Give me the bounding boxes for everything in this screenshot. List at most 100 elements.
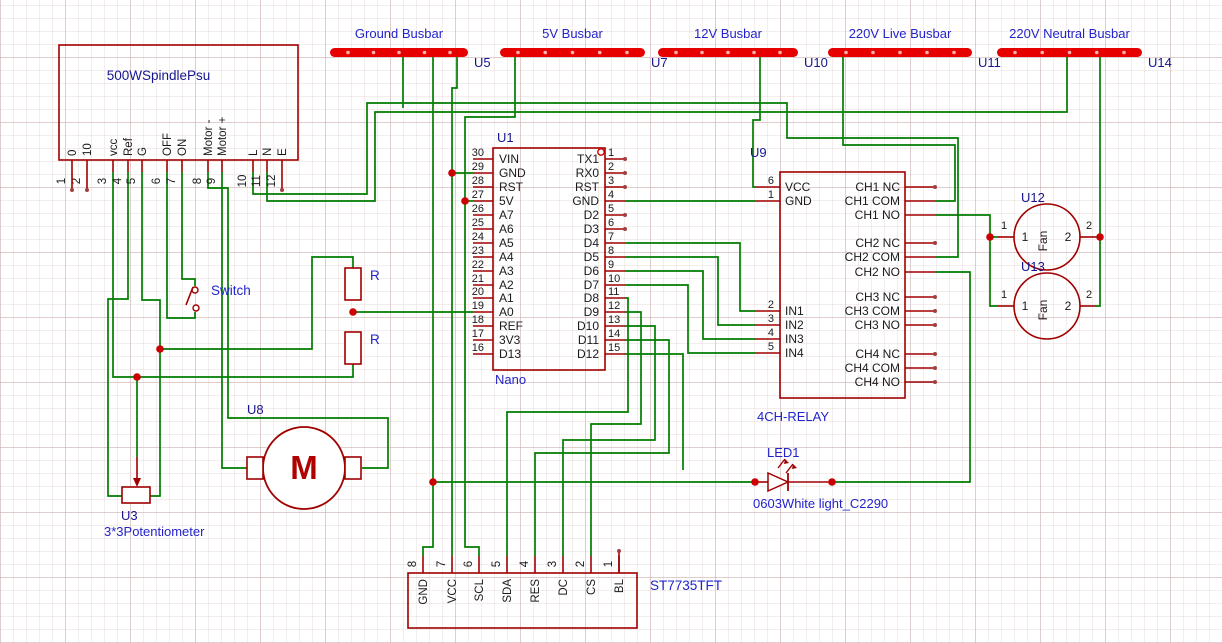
psu-name: 500WSpindlePsu: [107, 68, 211, 83]
wire[interactable]: [464, 57, 516, 201]
pin-label: A0: [499, 305, 514, 319]
resistor-label: R: [370, 268, 380, 283]
resistor-body[interactable]: [344, 331, 362, 365]
pin-number: 20: [472, 286, 484, 298]
pin-label: D8: [584, 291, 600, 305]
psu-body[interactable]: [58, 44, 299, 161]
resistor-body[interactable]: [344, 267, 362, 301]
wire[interactable]: [266, 57, 1068, 202]
pin-label: GND: [572, 194, 599, 208]
wire[interactable]: [625, 242, 755, 312]
component-switch[interactable]: Switch: [185, 283, 251, 312]
led-triangle[interactable]: [767, 471, 790, 493]
wire[interactable]: [562, 325, 656, 556]
wire[interactable]: [166, 172, 196, 319]
pin-label: A5: [499, 236, 514, 250]
wire[interactable]: [207, 172, 389, 469]
pin-label: CH1 COM: [845, 194, 900, 208]
wire[interactable]: [842, 57, 956, 202]
pin-number: 1: [768, 189, 774, 201]
pin-number: 24: [472, 231, 484, 243]
pin-number: 8: [608, 245, 614, 257]
wire[interactable]: [464, 201, 480, 556]
tft-body[interactable]: [407, 572, 638, 629]
pin-label: 1: [1022, 299, 1029, 313]
pin-number: 12: [266, 175, 278, 188]
component-resistor-0[interactable]: R: [344, 267, 380, 301]
wire[interactable]: [107, 172, 129, 497]
pot-body[interactable]: [121, 486, 151, 504]
junction-dot: [461, 197, 469, 205]
pin-number: 5: [608, 203, 614, 215]
pin-label: CH2 NO: [855, 265, 900, 279]
busbar-hole: [397, 50, 401, 55]
component-name: ST7735TFT: [650, 578, 722, 593]
pin-number: 10: [608, 273, 620, 285]
pin-label: 2: [1065, 230, 1072, 244]
wires[interactable]: [107, 57, 1101, 556]
switch-lever[interactable]: [185, 286, 194, 306]
wire[interactable]: [752, 57, 761, 188]
pin-number: 8: [192, 178, 204, 184]
wire[interactable]: [451, 57, 458, 173]
pin-number: 2: [1086, 289, 1092, 301]
pin-label: RST: [499, 180, 524, 194]
wire[interactable]: [160, 256, 354, 350]
wire[interactable]: [625, 270, 755, 340]
wire[interactable]: [141, 172, 161, 497]
wire[interactable]: [625, 353, 684, 470]
relay-body[interactable]: [779, 171, 906, 399]
pin-label: CH4 NC: [855, 347, 900, 361]
pin-label: VIN: [499, 152, 519, 166]
component-psu[interactable]: 500WSpindlePsu01102vcc3Ref4G5OFF6ON7Moto…: [56, 44, 299, 190]
junction-dot: [349, 308, 357, 316]
pin-label: IN3: [785, 332, 804, 346]
no-connect-flag: [597, 148, 605, 156]
nano-body[interactable]: [492, 147, 606, 371]
wire[interactable]: [422, 482, 434, 556]
pin-label: D5: [584, 250, 600, 264]
busbar-hole: [1040, 50, 1045, 55]
component-potentiometer[interactable]: U33*3Potentiometer: [104, 457, 205, 539]
wire[interactable]: [989, 237, 998, 307]
wire[interactable]: [112, 172, 354, 378]
wire[interactable]: [832, 271, 971, 483]
pin-label: A2: [499, 278, 514, 292]
wire[interactable]: [534, 339, 670, 556]
pin-number: 19: [472, 300, 484, 312]
pin-label: IN4: [785, 346, 804, 360]
wire[interactable]: [1096, 236, 1101, 307]
wire[interactable]: [625, 284, 755, 354]
wire[interactable]: [252, 102, 959, 258]
wire[interactable]: [625, 256, 755, 326]
wire[interactable]: [935, 214, 991, 237]
wire[interactable]: [506, 297, 629, 556]
wire[interactable]: [181, 172, 196, 286]
wire[interactable]: [221, 172, 247, 469]
busbar-ref: U7: [651, 55, 668, 70]
resistor-label: R: [370, 332, 380, 347]
component-motor[interactable]: MU8: [246, 402, 362, 510]
busbar-hole: [1067, 50, 1072, 55]
component-resistor-1[interactable]: R: [344, 331, 380, 365]
switch-terminal[interactable]: [192, 304, 200, 312]
busbar-label: 5V Busbar: [542, 26, 603, 41]
pin-number: 30: [472, 147, 484, 159]
pin-label: 10: [82, 143, 94, 156]
pin-number: 3: [608, 175, 614, 187]
component-name: 0603White light_C2290: [753, 496, 888, 511]
junction-dot: [429, 478, 437, 486]
wire[interactable]: [590, 311, 642, 556]
